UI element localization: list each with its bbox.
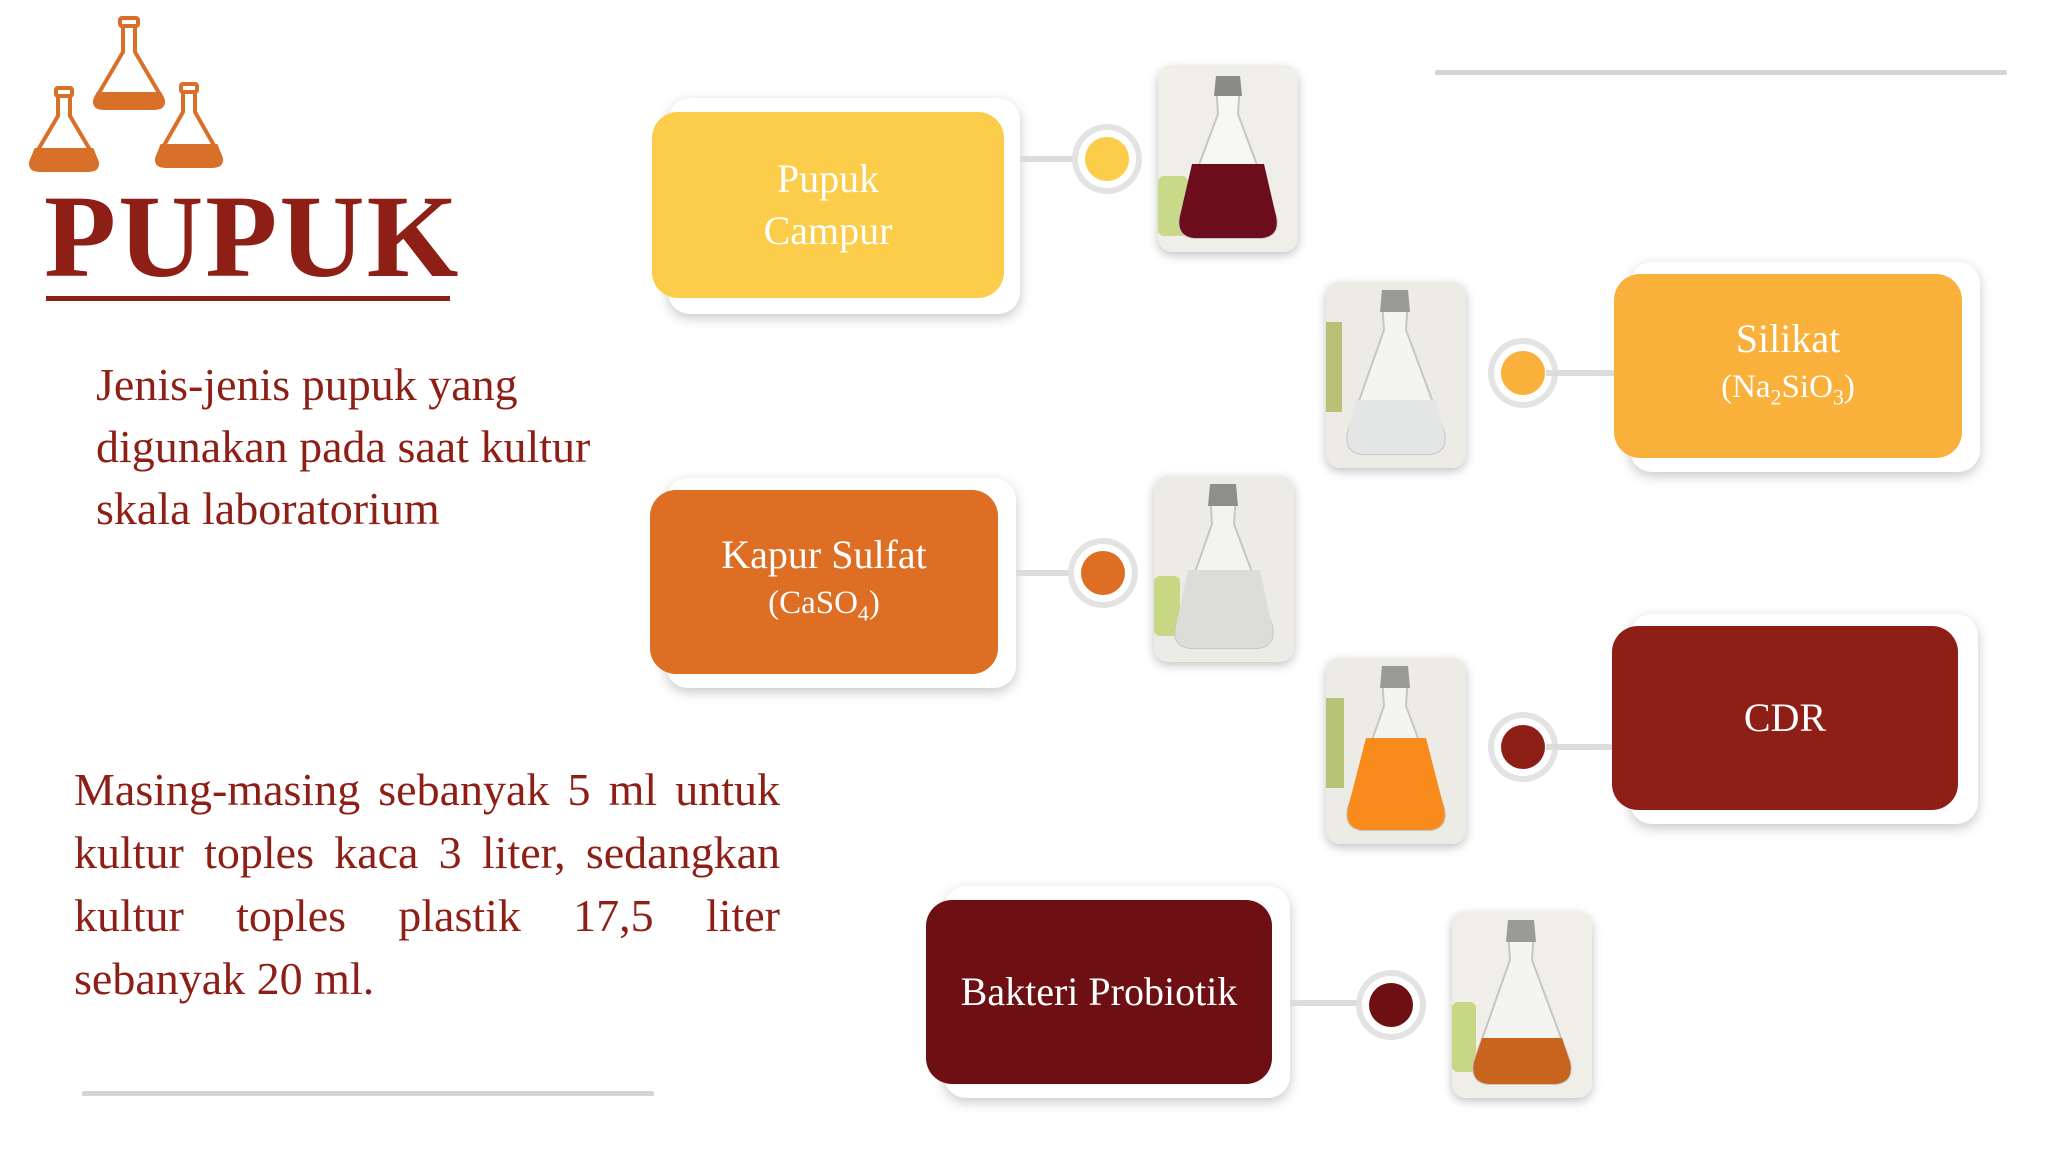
marker-dot: [1085, 137, 1129, 181]
subtitle: Jenis-jenis pupuk yang digunakan pada sa…: [96, 359, 591, 534]
photo-kapur-sulfat: [1154, 476, 1294, 662]
formula-subscript: 3: [1832, 384, 1844, 410]
photo-bakteri-probiotik: [1452, 912, 1592, 1098]
connector: [1020, 156, 1100, 162]
flask-icon: [155, 82, 223, 168]
marker: [1362, 976, 1420, 1034]
dosage-note: Masing-masing sebanyak 5 ml untuk kultur…: [74, 764, 780, 1004]
marker: [1074, 544, 1132, 602]
card-pupuk-campur: Pupuk Campur: [652, 112, 1004, 298]
card-kapur-sulfat: Kapur Sulfat (CaSO4): [650, 490, 998, 674]
connector: [1016, 570, 1096, 576]
flasks-logo: [29, 16, 223, 172]
flask-icon: [29, 86, 99, 172]
formula-part: SiO: [1781, 368, 1833, 405]
connector: [1546, 744, 1616, 750]
marker-dot: [1501, 725, 1545, 769]
marker: [1494, 718, 1552, 776]
formula-subscript: 4: [857, 600, 869, 626]
flask-photo: [1452, 912, 1592, 1098]
marker: [1494, 344, 1552, 402]
formula-part: (CaSO: [768, 584, 858, 621]
card-cdr: CDR: [1612, 626, 1958, 810]
marker-dot: [1501, 351, 1545, 395]
card-label-line2: Campur: [763, 208, 893, 253]
flask-photo: [1326, 658, 1466, 844]
formula-subscript: 2: [1770, 384, 1782, 410]
connector: [1546, 370, 1616, 376]
marker-dot: [1369, 983, 1413, 1027]
bottom-divider: [82, 1091, 654, 1096]
title-underline: [46, 296, 450, 301]
card-formula: (CaSO4): [768, 581, 880, 636]
card-silikat: Silikat (Na2SiO3): [1614, 274, 1962, 458]
connector: [1290, 1000, 1370, 1006]
flask-icon: [93, 16, 165, 110]
top-divider: [1435, 70, 2007, 75]
marker: [1078, 130, 1136, 188]
flask-photo: [1158, 66, 1298, 252]
marker-dot: [1081, 551, 1125, 595]
photo-cdr: [1326, 658, 1466, 844]
flask-photo: [1154, 476, 1294, 662]
card-label: Silikat: [1735, 315, 1841, 361]
flask-photo: [1326, 282, 1466, 468]
photo-silikat: [1326, 282, 1466, 468]
formula-part: ): [1843, 368, 1855, 405]
card-label: Pupuk: [776, 156, 880, 201]
formula-part: ): [868, 584, 880, 621]
formula-part: (Na: [1721, 368, 1771, 405]
card-label: Kapur Sulfat: [721, 531, 927, 577]
card-formula: (Na2SiO3): [1721, 365, 1855, 420]
card-bakteri-probiotik: Bakteri Probiotik: [926, 900, 1272, 1084]
card-label: CDR: [1743, 695, 1827, 740]
page-title: PUPUK: [44, 171, 461, 302]
photo-pupuk-campur: [1158, 66, 1298, 252]
card-label: Bakteri Probiotik: [960, 969, 1238, 1014]
